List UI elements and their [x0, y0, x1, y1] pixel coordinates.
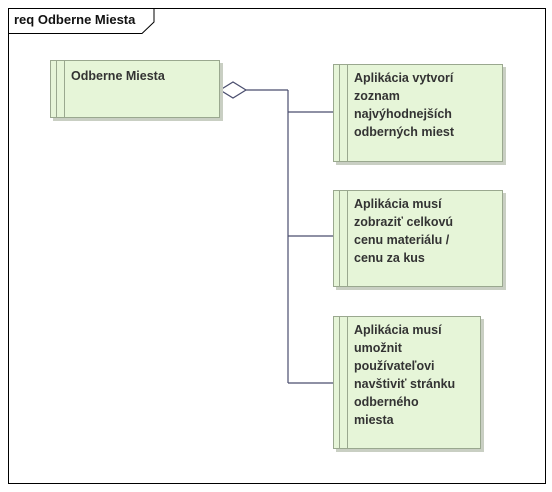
aggregation-diamond: [218, 81, 248, 99]
frame-title: req Odberne Miesta: [14, 12, 136, 27]
frame-title-tab: [8, 8, 155, 34]
requirement-3-label: Aplikácia musí umožnit používateľovi nav…: [354, 323, 456, 427]
requirement-2-label: Aplikácia musí zobraziť celkovú cenu mat…: [354, 197, 454, 265]
requirement-3[interactable]: Aplikácia musí umožnit používateľovi nav…: [333, 316, 481, 449]
requirement-1[interactable]: Aplikácia vytvorí zoznam najvýhodnejších…: [333, 64, 503, 162]
source-element-label: Odberne Miesta: [71, 69, 165, 83]
requirement-2[interactable]: Aplikácia musí zobraziť celkovú cenu mat…: [333, 190, 503, 287]
requirement-1-label: Aplikácia vytvorí zoznam najvýhodnejších…: [354, 71, 455, 139]
source-element[interactable]: Odberne Miesta: [50, 60, 220, 118]
